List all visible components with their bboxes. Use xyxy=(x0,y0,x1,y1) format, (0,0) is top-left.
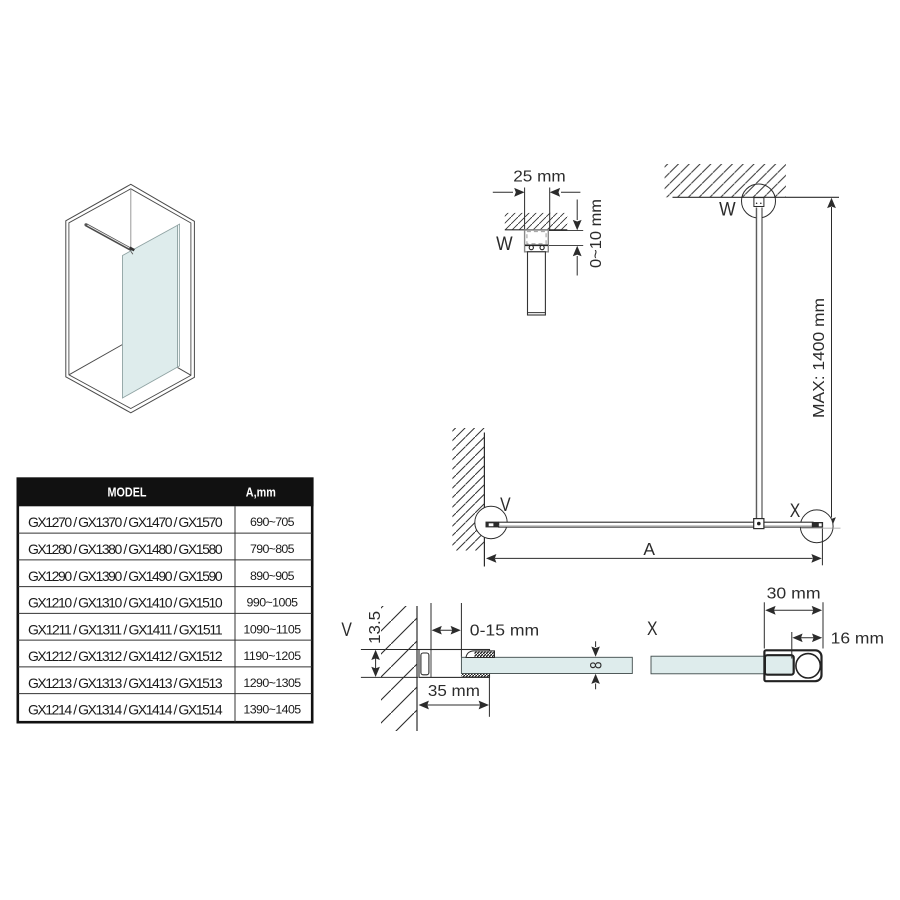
svg-text:W: W xyxy=(719,198,736,220)
svg-text:GX1212 / GX1312 / GX1412 / GX1: GX1212 / GX1312 / GX1412 / GX1512 xyxy=(28,648,223,664)
svg-text:1090~1105: 1090~1105 xyxy=(243,622,301,636)
svg-text:16 mm: 16 mm xyxy=(831,631,884,648)
svg-text:1390~1405: 1390~1405 xyxy=(243,703,301,717)
svg-text:0-15 mm: 0-15 mm xyxy=(470,623,539,640)
svg-text:V: V xyxy=(500,494,511,516)
svg-text:35 mm: 35 mm xyxy=(428,683,480,700)
svg-text:GX1211 / GX1311 / GX1411 / GX1: GX1211 / GX1311 / GX1411 / GX1511 xyxy=(28,621,223,637)
svg-text:A: A xyxy=(643,539,655,559)
svg-text:MODEL: MODEL xyxy=(108,485,147,500)
svg-text:X: X xyxy=(647,618,658,640)
svg-text:0~10 mm: 0~10 mm xyxy=(588,199,605,268)
svg-text:MAX: 1400 mm: MAX: 1400 mm xyxy=(811,298,828,418)
svg-text:GX1214 / GX1314 / GX1414 / GX1: GX1214 / GX1314 / GX1414 / GX1514 xyxy=(28,702,223,718)
svg-text:W: W xyxy=(496,233,513,255)
svg-text:V: V xyxy=(341,619,352,641)
svg-text:990~1005: 990~1005 xyxy=(247,596,299,610)
svg-text:GX1290 / GX1390 / GX1490 / GX1: GX1290 / GX1390 / GX1490 / GX1590 xyxy=(28,568,223,584)
svg-text:X: X xyxy=(790,500,801,522)
svg-text:690~705: 690~705 xyxy=(250,515,295,529)
svg-text:GX1213 / GX1313 / GX1413 / GX1: GX1213 / GX1313 / GX1413 / GX1513 xyxy=(28,675,223,691)
svg-text:GX1210 / GX1310 / GX1410 / GX1: GX1210 / GX1310 / GX1410 / GX1510 xyxy=(28,595,223,611)
svg-text:30 mm: 30 mm xyxy=(767,586,821,603)
svg-text:890~905: 890~905 xyxy=(250,569,295,583)
svg-text:8: 8 xyxy=(587,661,606,669)
svg-text:GX1280 / GX1380 / GX1480 / GX1: GX1280 / GX1380 / GX1480 / GX1580 xyxy=(28,541,223,557)
svg-text:GX1270 / GX1370 / GX1470 / GX1: GX1270 / GX1370 / GX1470 / GX1570 xyxy=(28,514,223,530)
svg-text:A,mm: A,mm xyxy=(246,485,276,500)
svg-text:25 mm: 25 mm xyxy=(513,168,566,185)
svg-text:790~805: 790~805 xyxy=(250,542,295,556)
svg-text:1190~1205: 1190~1205 xyxy=(243,649,301,663)
svg-text:1290~1305: 1290~1305 xyxy=(243,676,301,690)
svg-text:13.5: 13.5 xyxy=(367,611,384,644)
